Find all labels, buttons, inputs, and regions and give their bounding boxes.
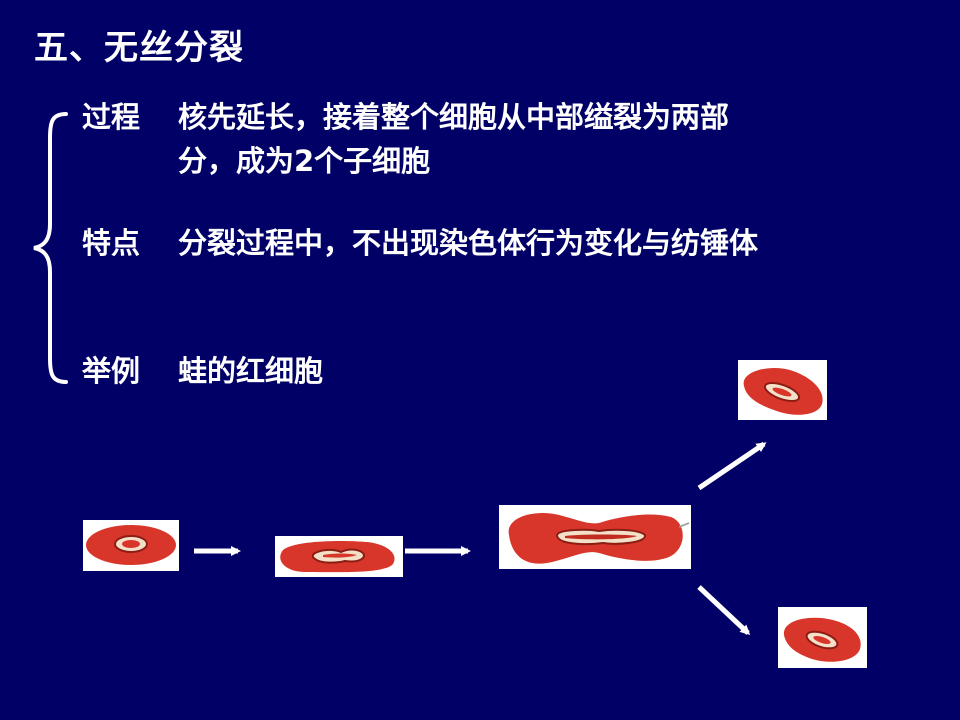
- cell-stage-2: [275, 536, 403, 577]
- row-text-line: 蛙的红细胞: [178, 354, 324, 388]
- curly-brace: [33, 112, 68, 384]
- row-label: 举例: [82, 354, 141, 388]
- cell-stage-3: [499, 505, 691, 569]
- row-text-line: 分，成为2个子细胞: [178, 144, 431, 178]
- row-example: 举例 蛙的红细胞: [82, 349, 323, 393]
- arrow-down-right: [697, 585, 751, 636]
- row-text-line: 分裂过程中，不出现染色体行为变化与纺锤体: [178, 226, 759, 260]
- row-text-line: 核先延长，接着整个细胞从中部缢裂为两部: [178, 100, 730, 134]
- row-text: 核先延长，接着整个细胞从中部缢裂为两部分，成为2个子细胞: [178, 95, 729, 183]
- row-label: 特点: [82, 226, 141, 260]
- row-process: 过程 核先延长，接着整个细胞从中部缢裂为两部分，成为2个子细胞: [82, 95, 729, 183]
- row-label: 过程: [82, 100, 141, 134]
- row-feature: 特点 分裂过程中，不出现染色体行为变化与纺锤体: [82, 221, 758, 265]
- row-text: 分裂过程中，不出现染色体行为变化与纺锤体: [178, 221, 758, 265]
- daughter-cell-bottom: [778, 607, 867, 668]
- slide-title: 五、无丝分裂: [34, 28, 244, 68]
- arrow-up-right: [697, 441, 767, 491]
- row-text: 蛙的红细胞: [178, 349, 323, 393]
- daughter-cell-top: [738, 360, 827, 420]
- cell-stage-1: [83, 520, 179, 571]
